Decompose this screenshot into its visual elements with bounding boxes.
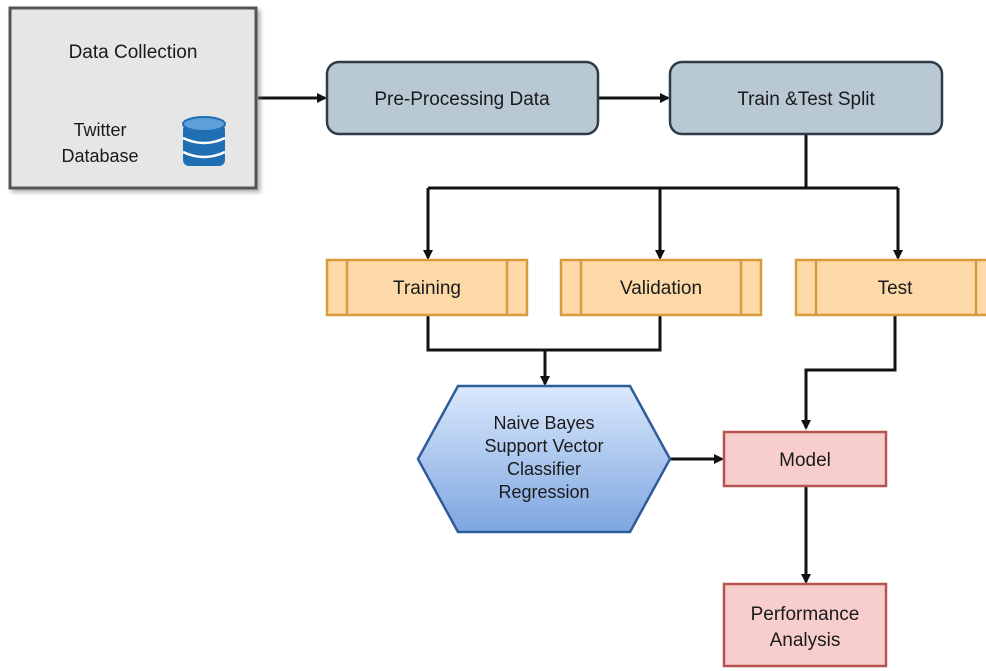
arrow-test-to-model <box>801 316 897 430</box>
preprocessing-box: Pre-Processing Data <box>325 60 600 136</box>
test-box: Test <box>794 258 986 317</box>
algorithm-naive-bayes: Naive Bayes <box>493 413 594 433</box>
preprocessing-label: Pre-Processing Data <box>374 89 550 110</box>
algorithm-support-vector: Support Vector <box>484 436 603 456</box>
training-box: Training <box>325 258 529 317</box>
algorithm-classifier: Classifier <box>507 459 581 479</box>
training-validation-merge <box>426 316 662 352</box>
train-test-split-label: Train &Test Split <box>737 89 875 110</box>
twitter-label: Twitter <box>73 120 126 140</box>
training-label: Training <box>393 278 461 299</box>
validation-box: Validation <box>559 258 763 317</box>
model-label: Model <box>779 450 831 471</box>
data-collection-box: Data Collection Twitter Database <box>8 6 258 190</box>
database-icon <box>182 116 226 166</box>
test-label: Test <box>878 278 914 299</box>
algorithms-hexagon: Naive Bayes Support Vector Classifier Re… <box>416 384 672 534</box>
performance-analysis-box: Performance Analysis <box>722 582 888 668</box>
performance-label-line1: Performance <box>751 604 860 625</box>
algorithm-regression: Regression <box>498 482 589 502</box>
connectors <box>258 93 903 584</box>
data-collection-title: Data Collection <box>69 42 198 63</box>
validation-label: Validation <box>620 278 702 299</box>
database-label: Database <box>61 146 138 166</box>
train-test-split-box: Train &Test Split <box>668 60 944 136</box>
model-box: Model <box>722 430 888 488</box>
performance-label-line2: Analysis <box>770 630 841 651</box>
